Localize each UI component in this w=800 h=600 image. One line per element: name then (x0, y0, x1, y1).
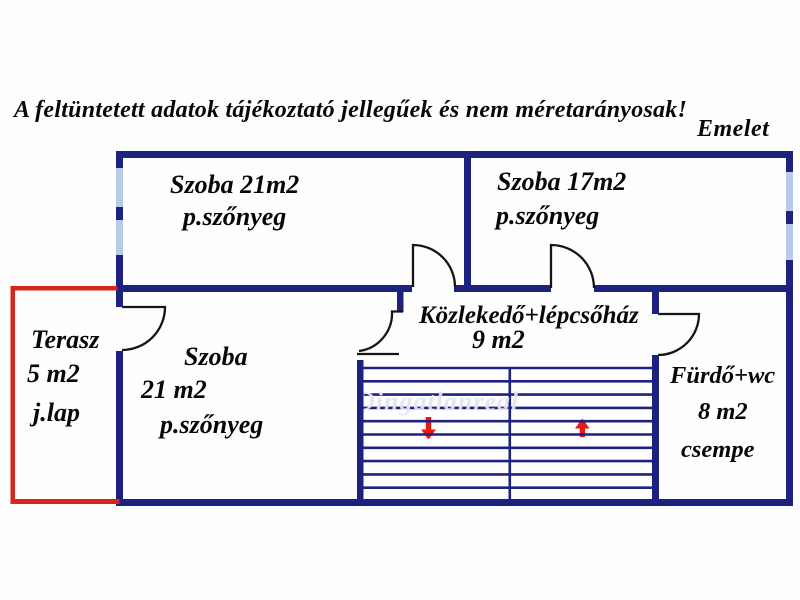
svg-text:A feltüntetett adatok tájékozt: A feltüntetett adatok tájékoztató jelleg… (12, 97, 687, 123)
svg-text:21 m2: 21 m2 (140, 375, 207, 404)
svg-text:p.szőnyeg: p.szőnyeg (158, 410, 263, 439)
svg-text:Szoba: Szoba (184, 342, 248, 371)
svg-text:Dingatlanreal: Dingatlanreal (355, 387, 519, 416)
svg-text:p.szőnyeg: p.szőnyeg (494, 201, 599, 230)
svg-text:Terasz: Terasz (31, 325, 100, 354)
svg-text:Fürdő+wc: Fürdő+wc (669, 362, 775, 389)
svg-text:j.lap: j.lap (29, 398, 80, 427)
svg-text:5 m2: 5 m2 (27, 359, 80, 388)
svg-text:8 m2: 8 m2 (698, 398, 748, 425)
svg-text:Közlekedő+lépcsőház: Közlekedő+lépcsőház (418, 302, 639, 329)
svg-text:Emelet: Emelet (696, 116, 770, 142)
svg-text:Szoba 21m2: Szoba 21m2 (170, 170, 299, 199)
svg-text:p.szőnyeg: p.szőnyeg (181, 202, 286, 231)
svg-text:csempe: csempe (681, 436, 755, 463)
svg-text:9 m2: 9 m2 (472, 325, 525, 354)
svg-text:Szoba 17m2: Szoba 17m2 (497, 167, 626, 196)
